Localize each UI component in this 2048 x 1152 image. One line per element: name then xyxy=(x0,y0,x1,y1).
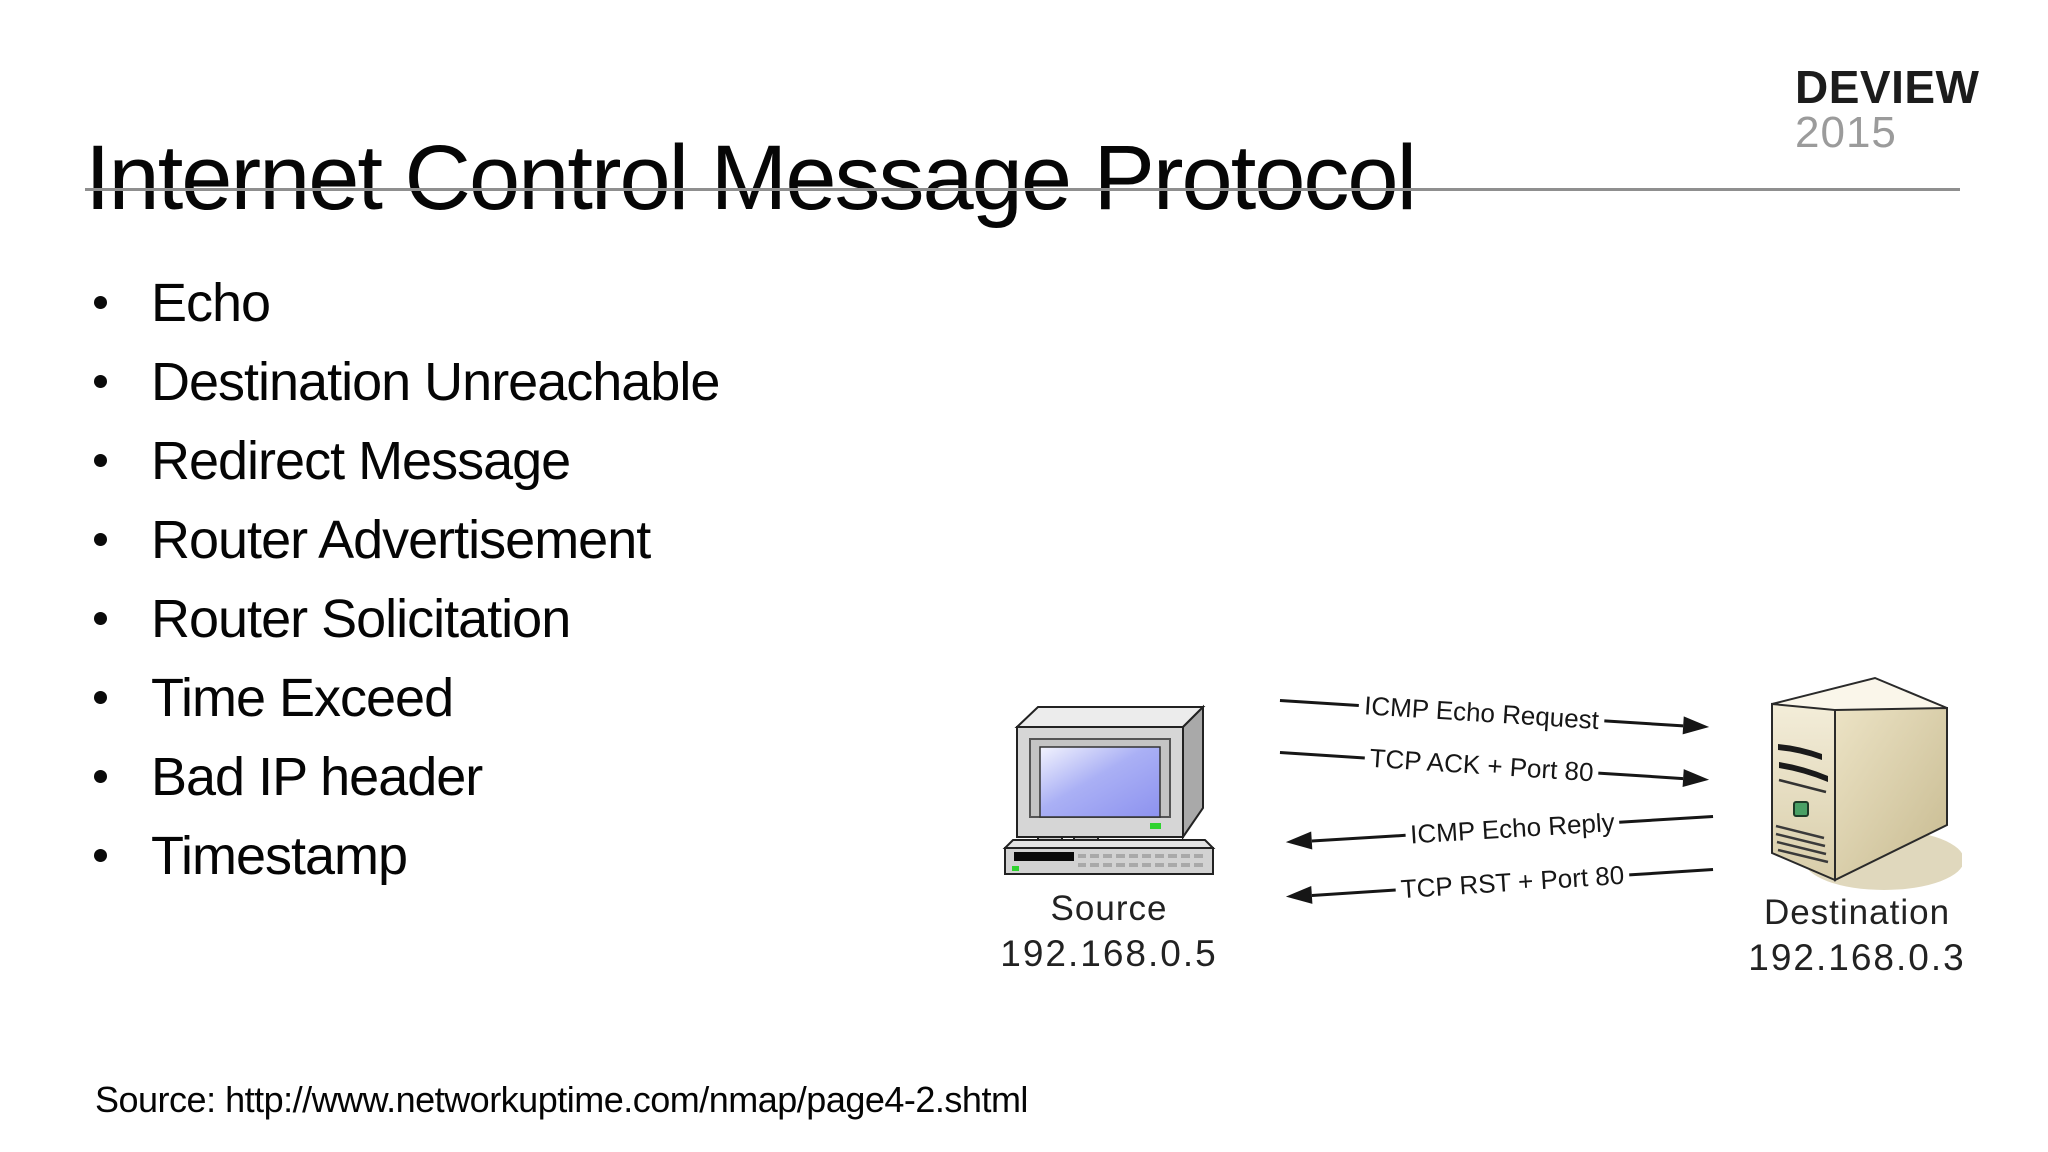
list-item-label: Router Advertisement xyxy=(151,509,651,570)
destination-node-label: Destination 192.168.0.3 xyxy=(1742,890,1972,980)
arrow-line xyxy=(1311,888,1396,897)
arrow-label: ICMP Echo Reply xyxy=(1409,806,1616,849)
list-item-label: Time Exceed xyxy=(151,667,454,728)
list-item: Router Solicitation xyxy=(88,579,719,658)
source-node-name: Source xyxy=(1050,889,1168,928)
bullet-icon xyxy=(94,770,107,783)
source-citation: Source: http://www.networkuptime.com/nma… xyxy=(95,1079,1028,1120)
list-item: Redirect Message xyxy=(88,421,719,500)
destination-node-name: Destination xyxy=(1763,893,1951,932)
list-item: Bad IP header xyxy=(88,737,719,816)
deview-logo: DEVIEW 2015 xyxy=(1795,64,1979,156)
bullet-icon xyxy=(94,691,107,704)
arrow-line xyxy=(1628,867,1714,876)
arrow-icmp-echo-reply: ICMP Echo Reply xyxy=(1285,801,1714,857)
bullet-icon xyxy=(94,612,107,625)
arrowhead-left-icon xyxy=(1285,831,1313,852)
arrow-line xyxy=(1279,698,1360,707)
arrow-tcp-rst-port80: TCP RST + Port 80 xyxy=(1285,854,1714,912)
list-item: Destination Unreachable xyxy=(88,342,720,421)
list-item-label: Destination Unreachable xyxy=(151,351,720,412)
bullet-icon xyxy=(94,533,107,546)
list-item-label: Echo xyxy=(151,272,271,333)
arrow-label: ICMP Echo Request xyxy=(1363,689,1600,735)
arrow-label: TCP RST + Port 80 xyxy=(1399,859,1625,904)
deview-logo-word: DEVIEW xyxy=(1795,61,1980,113)
arrow-icmp-echo-request: ICMP Echo Request xyxy=(1279,685,1710,742)
list-item: Echo xyxy=(88,263,719,342)
destination-node-ip: 192.168.0.3 xyxy=(1748,937,1966,978)
list-item-label: Router Solicitation xyxy=(151,588,571,649)
arrow-line xyxy=(1279,750,1365,759)
bullet-icon xyxy=(94,375,107,388)
source-node-label: Source 192.168.0.5 xyxy=(978,886,1240,976)
arrow-line xyxy=(1598,771,1684,780)
arrowhead-right-icon xyxy=(1682,716,1710,736)
destination-server-illustration xyxy=(1771,676,1962,890)
arrow-tcp-ack-port80: TCP ACK + Port 80 xyxy=(1279,737,1710,795)
list-item-label: Redirect Message xyxy=(151,430,571,491)
deview-logo-year: 2015 xyxy=(1795,108,1897,157)
arrowhead-left-icon xyxy=(1285,885,1313,906)
arrow-line xyxy=(1603,718,1684,727)
arrow-line xyxy=(1619,814,1714,824)
list-item-label: Bad IP header xyxy=(151,746,483,807)
bullet-icon xyxy=(94,296,107,309)
bullet-icon xyxy=(94,849,107,862)
list-item-label: Timestamp xyxy=(151,825,408,886)
source-computer-illustration xyxy=(1002,704,1216,875)
list-item: Router Advertisement xyxy=(88,500,719,579)
source-node-ip: 192.168.0.5 xyxy=(1000,933,1218,974)
bullet-icon xyxy=(94,454,107,467)
list-item: Timestamp xyxy=(88,816,719,895)
page-title: Internet Control Message Protocol xyxy=(85,126,1417,229)
list-item: Time Exceed xyxy=(88,658,719,737)
arrow-label: TCP ACK + Port 80 xyxy=(1368,742,1595,787)
title-divider xyxy=(85,188,1960,191)
arrow-line xyxy=(1311,833,1406,843)
arrowhead-right-icon xyxy=(1682,769,1710,789)
icmp-type-list: Echo Destination Unreachable Redirect Me… xyxy=(88,263,720,895)
